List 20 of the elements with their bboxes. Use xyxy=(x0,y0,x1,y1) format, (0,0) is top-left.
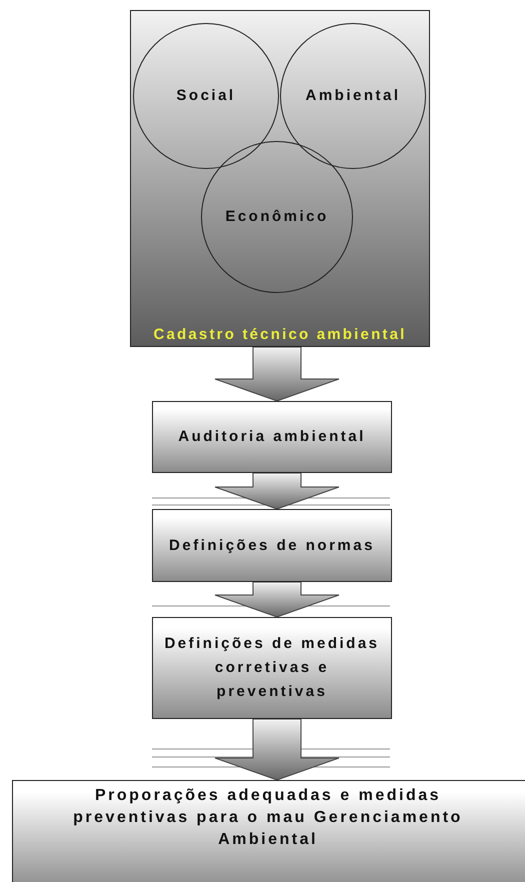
process-box xyxy=(152,617,392,719)
process-box xyxy=(152,401,392,473)
block-arrow xyxy=(214,582,340,618)
box-title: Cadastro técnico ambiental xyxy=(152,325,408,345)
venn-circle xyxy=(133,23,279,169)
node-label: Ambiental xyxy=(305,86,400,106)
block-arrow xyxy=(214,472,340,510)
process-box xyxy=(152,509,392,582)
block-arrow xyxy=(214,718,340,781)
node-label: Auditoria ambiental xyxy=(177,427,367,447)
node-label: Econômico xyxy=(225,207,329,227)
node-label: Social xyxy=(176,86,236,106)
venn-circle xyxy=(280,23,426,169)
node-label: Proporações adequadas e medidas preventivas para o mau Gerenciamento Ambiental xyxy=(72,786,464,850)
node-label: Definições de medidas corretivas e preventivas xyxy=(163,634,381,702)
venn-circle xyxy=(201,141,353,293)
process-box xyxy=(130,10,430,347)
block-arrow xyxy=(214,346,340,402)
node-label: Definições de normas xyxy=(168,536,376,556)
result-box xyxy=(12,780,525,882)
